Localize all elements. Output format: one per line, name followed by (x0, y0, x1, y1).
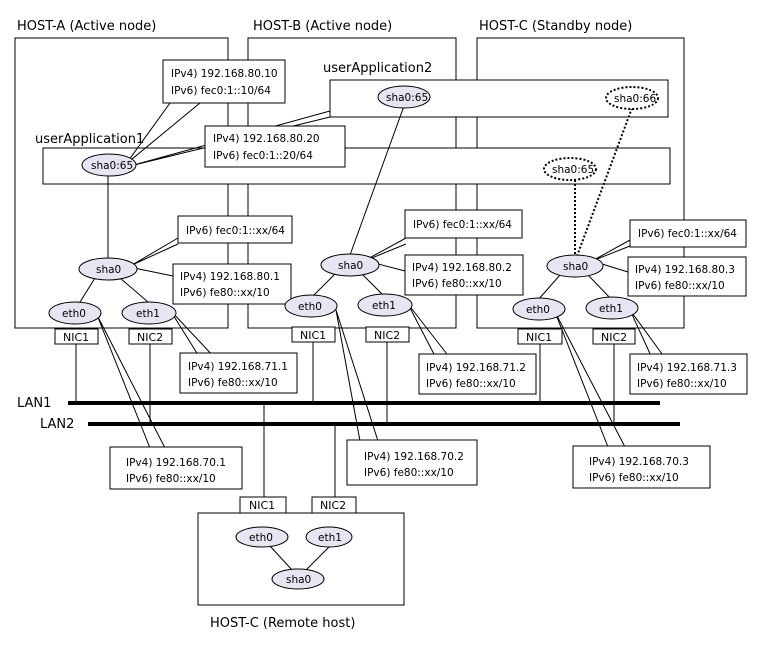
lan2-label: LAN2 (40, 417, 74, 432)
host-b-sha0-65 (377, 85, 431, 109)
host-c-sha0-box (627, 256, 747, 297)
host-b-eth0 (284, 294, 338, 318)
vip2-ipv6: IPv6) fec0:1::20/64 (213, 150, 313, 162)
host-c-eth0-box (572, 445, 711, 489)
host-b-sha0-ll: IPv6) fe80::xx/10 (412, 278, 502, 290)
host-c-eth1 (585, 296, 639, 320)
nic1-label: NIC1 (63, 331, 89, 344)
host-a-sha0-ll: IPv6) fe80::xx/10 (180, 287, 270, 299)
nic2-label: NIC2 (137, 331, 163, 344)
host-a-sha0-65 (81, 153, 137, 177)
host-c-sha0-ll: IPv6) fe80::xx/10 (635, 280, 725, 292)
eth0-label: eth0 (62, 308, 86, 320)
nic1-label: NIC1 (249, 499, 275, 512)
host-c-eth0-ll: IPv6) fe80::xx/10 (589, 472, 679, 484)
host-b-sha0-v6: IPv6) fec0:1::xx/64 (413, 219, 512, 231)
eth1-label: eth1 (599, 303, 623, 315)
host-c-sha0-ipv4: IPv4) 192.168.80.3 (635, 264, 735, 276)
remote-nic2 (311, 496, 357, 514)
host-c-label: HOST-C (Standby node) (479, 19, 632, 34)
host-a-eth1-ll: IPv6) fe80::xx/10 (188, 377, 278, 389)
user-application2-label: userApplication2 (323, 61, 432, 76)
host-b-eth1-box (418, 353, 537, 395)
host-b-eth0-box (346, 439, 478, 486)
vip1-ipv4: IPv4) 192.168.80.10 (171, 68, 278, 80)
sha0-label: sha0 (286, 574, 311, 586)
nic2-label: NIC2 (320, 499, 346, 512)
host-c-eth0-ipv4: IPv4) 192.168.70.3 (589, 456, 689, 468)
remote-eth0 (235, 526, 289, 548)
host-c-sha0-66 (605, 86, 659, 110)
host-c-eth1-ll: IPv6) fe80::xx/10 (637, 378, 727, 390)
user-application1-label: userApplication1 (35, 132, 144, 147)
host-a-sha0-box (172, 263, 292, 305)
eth1-label: eth1 (136, 308, 160, 320)
eth1-label: eth1 (372, 300, 396, 312)
host-a-eth0-ll: IPv6) fe80::xx/10 (126, 473, 216, 485)
remote-host-box (197, 512, 405, 606)
host-b-eth0-ll: IPv6) fe80::xx/10 (364, 467, 454, 479)
sha0-65-label: sha0:65 (91, 160, 133, 172)
nic2-label: NIC2 (601, 331, 627, 344)
host-b-eth0-ipv4: IPv4) 192.168.70.2 (364, 451, 464, 463)
host-a-eth0-ipv4: IPv4) 192.168.70.1 (126, 457, 226, 469)
vip1-box (162, 59, 286, 104)
host-a-eth0 (48, 301, 102, 325)
vip1-ipv6: IPv6) fec0:1::10/64 (171, 85, 271, 97)
host-c-sha0-65 (543, 157, 597, 181)
host-a-eth0-box (109, 446, 243, 490)
host-b-eth1-ipv4: IPv4) 192.168.71.2 (426, 362, 526, 374)
host-b-sha0 (320, 253, 380, 277)
eth0-label: eth0 (298, 301, 322, 313)
eth1-label: eth1 (318, 532, 342, 544)
remote-host-label: HOST-C (Remote host) (210, 616, 355, 631)
sha0-label: sha0 (338, 260, 363, 272)
host-a-eth1 (121, 301, 177, 325)
host-a-sha0-v6: IPv6) fec0:1::xx/64 (186, 225, 285, 237)
remote-sha0 (271, 568, 325, 590)
host-c-sha0 (546, 254, 604, 278)
host-b-sha0-v6-box (404, 209, 523, 239)
lan1-label: LAN1 (17, 396, 51, 411)
host-c-eth1-box (629, 353, 748, 395)
host-c-sha0-v6-box (629, 219, 747, 248)
sha0-66-label: sha0:66 (614, 93, 656, 105)
host-a-eth1-ipv4: IPv4) 192.168.71.1 (188, 361, 288, 373)
host-a-sha0-ipv4: IPv4) 192.168.80.1 (180, 271, 280, 283)
host-a-sha0 (78, 257, 138, 281)
eth0-label: eth0 (249, 532, 273, 544)
eth0-label: eth0 (526, 304, 550, 316)
host-c-eth1-ipv4: IPv4) 192.168.71.3 (637, 362, 737, 374)
nic1-label: NIC1 (526, 331, 552, 344)
host-b-eth1-ll: IPv6) fe80::xx/10 (426, 378, 516, 390)
host-c-sha0-v6: IPv6) fec0:1::xx/64 (638, 228, 737, 240)
host-b-sha0-ipv4: IPv4) 192.168.80.2 (412, 262, 512, 274)
remote-eth1 (305, 526, 353, 548)
sha0-65-label: sha0:65 (386, 92, 428, 104)
host-c-eth0 (512, 297, 566, 321)
nic2-label: NIC2 (374, 329, 400, 342)
vip2-box (204, 125, 346, 168)
sha0-label: sha0 (96, 264, 121, 276)
host-b-eth1 (357, 293, 413, 317)
host-a-label: HOST-A (Active node) (17, 19, 156, 34)
sha0-label: sha0 (563, 261, 588, 273)
remote-nic1 (239, 496, 287, 514)
host-a-sha0-v6-box (177, 215, 293, 244)
host-a-eth1-box (179, 352, 298, 394)
host-b-sha0-box (404, 254, 524, 296)
vip2-ipv4: IPv4) 192.168.80.20 (213, 133, 320, 145)
sha0-65-label: sha0:65 (552, 164, 594, 176)
nic1-label: NIC1 (300, 329, 326, 342)
host-b-label: HOST-B (Active node) (253, 19, 392, 34)
